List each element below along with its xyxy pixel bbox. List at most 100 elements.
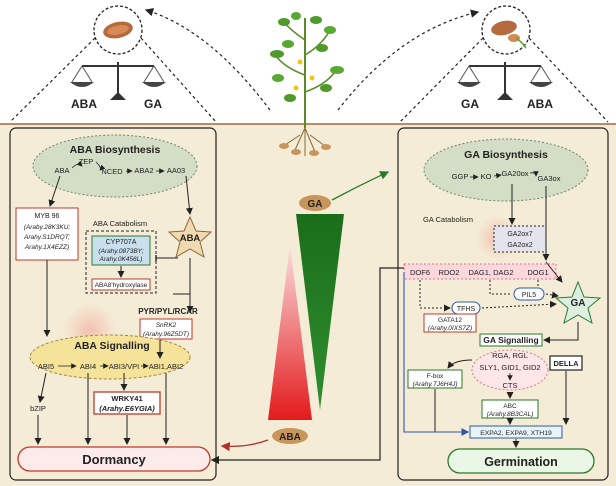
rdo2-label: RDO2 xyxy=(439,268,460,277)
aba-signalling-oval xyxy=(29,334,191,380)
aba-step-aa03: AA03 xyxy=(167,166,185,175)
cyp707a-gene-2: Arahy.0K456L) xyxy=(99,256,143,263)
aba-signal-abi1-abi2: ABI1,ABI2 xyxy=(149,362,184,371)
della-box xyxy=(549,355,583,371)
ga-signal-sly1: SLY1, GID1, GID2 xyxy=(479,363,540,372)
ga-signalling-oval xyxy=(471,349,549,391)
aba-biosynthesis-oval xyxy=(32,134,198,198)
snrk2-gene: (Arahy.96Z5DT) xyxy=(143,331,189,338)
ga2ox7-label: GA2ox7 xyxy=(507,231,532,238)
arc-to-right-seed xyxy=(337,9,480,111)
aba-to-left-arrow xyxy=(220,439,269,452)
ga-biosynthesis-title: GA Biosynthesis xyxy=(464,149,548,161)
wrky41-title: WRKY41 xyxy=(111,394,142,403)
aba-signalling-title: ABA Signalling xyxy=(74,340,149,352)
myb96-gene-2: Arahy.S1DRQT; xyxy=(23,234,70,241)
myb96-gene-1: (Araby.28K3KU; xyxy=(24,224,71,231)
aba-step-nced: NCED xyxy=(101,167,123,176)
ga-signal-rga-rgl: RGA, RGL xyxy=(492,351,528,360)
dof-to-dormancy-arrow xyxy=(210,267,404,465)
arc-to-left-seed xyxy=(144,8,271,111)
dormancy-pill xyxy=(17,446,211,472)
aba-seed xyxy=(272,428,308,444)
right-panel xyxy=(397,127,609,481)
dof-row-box xyxy=(403,263,557,280)
della-label: DELLA xyxy=(554,359,580,368)
wrky41-box xyxy=(93,391,161,415)
fbox-gene: (Arahy.TJ6H4J) xyxy=(412,381,457,388)
ga-gradient-triangle xyxy=(296,214,344,410)
left-scale: ABA GA xyxy=(70,62,166,111)
right-seed-zoom xyxy=(399,5,609,123)
left-scale-ga: GA xyxy=(144,97,162,111)
aba-signal-abi5: ABI5 xyxy=(38,362,54,371)
snrk2-title: SnRK2 xyxy=(156,322,177,329)
snrk2-box xyxy=(139,318,193,340)
tfhs-label: TFHS xyxy=(457,306,476,313)
ga-signal-cts: CTS xyxy=(503,381,518,390)
myb96-box xyxy=(15,207,79,261)
ga-star-label: GA xyxy=(571,298,586,309)
hydroxylase-label: ABA8'hydroxylase xyxy=(95,282,148,289)
dof6-label: DOF6 xyxy=(410,268,430,277)
aba-catabolism-title: ABA Catabolism xyxy=(93,219,147,228)
ga-step-ga20ox: GA20ox xyxy=(501,169,528,178)
right-scale: GA ABA xyxy=(457,62,553,111)
center-ga-label: GA xyxy=(308,199,323,210)
abc-gene: (Arahy.8B3CAL) xyxy=(487,411,534,418)
ga-step-ggp: GGP xyxy=(452,172,469,181)
ga-star xyxy=(554,280,602,325)
aba-gradient-triangle xyxy=(268,245,312,420)
left-scale-aba: ABA xyxy=(71,97,97,111)
aba-star-label: ABA xyxy=(180,233,201,244)
ga-to-right-arrow xyxy=(331,171,390,201)
ga-biosynthesis-oval xyxy=(423,138,589,202)
cyp707a-box xyxy=(91,235,151,266)
aba-signal-abi4: ABI4 xyxy=(80,362,96,371)
aba-step-aba2: ABA2 xyxy=(134,166,153,175)
dormancy-label: Dormancy xyxy=(82,452,146,467)
myb96-gene-3: Arahy.1X4EZZ) xyxy=(24,244,69,251)
bzip-label: bZIP xyxy=(30,404,46,413)
expa-box xyxy=(469,425,563,439)
peanut-plant xyxy=(270,12,344,156)
fbox-box xyxy=(407,369,463,389)
germination-pill xyxy=(447,448,595,474)
gata12-box xyxy=(423,313,477,333)
aba-star xyxy=(167,215,213,259)
aba-step-aba: ABA xyxy=(54,166,69,175)
dag1-dag2-label: DAG1, DAG2 xyxy=(468,268,513,277)
ga-step-ko: KO xyxy=(481,172,492,181)
aba-step-zep: ZEP xyxy=(79,157,94,166)
ga-signalling-box xyxy=(479,333,543,347)
cyp707a-title: CYP707A xyxy=(106,239,137,246)
right-scale-ga: GA xyxy=(461,97,479,111)
ga-signalling-title: GA Signalling xyxy=(483,335,538,345)
left-seed-zoom xyxy=(9,5,217,123)
receptor-label: PYR/PYL/RCAR xyxy=(138,307,198,316)
abc-title: ABC xyxy=(503,403,517,410)
ga-step-ga3ox: GA3ox xyxy=(538,174,561,183)
dog1-label: DOG1 xyxy=(527,268,548,277)
ga2ox2-label: GA2ox2 xyxy=(507,242,532,249)
pil5-box xyxy=(513,287,545,301)
cyp707a-gene-1: (Arahy.0873BY; xyxy=(98,248,143,255)
ga-catabolism-label: GA Catabolism xyxy=(423,215,473,224)
center-aba-label: ABA xyxy=(279,432,301,443)
aba-catabolism-box xyxy=(85,230,157,294)
myb96-title: MYB 96 xyxy=(35,213,60,220)
pil5-label: PIL5 xyxy=(522,292,537,299)
gata12-title: GATA12 xyxy=(438,317,462,324)
wrky41-gene: (Arahy.E6YGIA) xyxy=(99,404,155,413)
expa-label: EXPA2, EXPA9, XTH19 xyxy=(480,430,552,437)
hydroxylase-box xyxy=(91,278,151,291)
germination-label: Germination xyxy=(484,455,558,469)
fbox-title: F-box xyxy=(427,373,444,380)
right-scale-aba: ABA xyxy=(527,97,553,111)
ga2ox-box xyxy=(493,225,547,253)
gata12-gene: (Arahy.0IXS7Z) xyxy=(428,325,472,332)
ga-seed xyxy=(299,195,331,211)
aba-biosynthesis-title: ABA Biosynthesis xyxy=(70,144,161,156)
